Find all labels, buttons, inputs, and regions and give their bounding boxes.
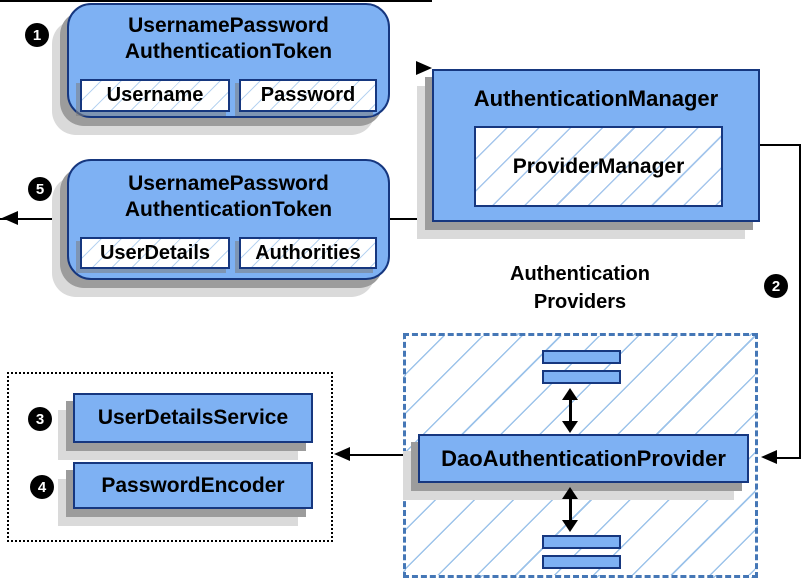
step-4-badge: 4: [30, 475, 54, 499]
password-field-box: Password: [239, 79, 377, 112]
double-arrow-icon: [562, 388, 578, 433]
providers-heading-line2: Providers: [533, 291, 627, 313]
manager-to-provider-line-vertical: [799, 144, 801, 459]
arrowhead-left-icon: [761, 450, 777, 464]
manager-to-provider-line-top: [760, 144, 801, 146]
providers-heading-line1: Authentication: [510, 263, 650, 285]
double-arrow-icon: [562, 487, 578, 532]
provider-slot-bar: [542, 350, 621, 364]
result-token-title: UsernamePassword AuthenticationToken: [69, 161, 388, 223]
username-field-box: Username: [80, 79, 230, 112]
step-1-badge: 1: [25, 23, 49, 47]
password-encoder-box: PasswordEncoder: [73, 462, 313, 509]
step-5-badge: 5: [28, 177, 52, 201]
authentication-manager-title: AuthenticationManager: [473, 86, 719, 111]
arrowhead-right-icon: [416, 61, 432, 75]
arrowhead-up-icon: [562, 487, 578, 499]
step-2-badge: 2: [764, 274, 788, 298]
arrowhead-up-icon: [562, 388, 578, 400]
arrowhead-left-icon: [2, 211, 18, 225]
dao-authentication-provider-box: DaoAuthenticationProvider: [418, 434, 749, 483]
request-token-title-line1: UsernamePassword: [128, 14, 329, 37]
request-token-title-line2: AuthenticationToken: [124, 40, 333, 63]
step-3-badge: 3: [28, 407, 52, 431]
request-token-box: UsernamePassword AuthenticationToken Use…: [67, 3, 390, 118]
provider-slot-bar: [542, 370, 621, 384]
manager-to-provider-line-bottom: [777, 457, 801, 459]
dao-to-services-line: [340, 454, 418, 456]
provider-slot-bar: [542, 555, 621, 569]
providers-heading: Authentication Providers: [430, 260, 730, 316]
arrowhead-left-icon: [334, 447, 350, 461]
arrowhead-down-icon: [562, 520, 578, 532]
result-token-title-line2: AuthenticationToken: [124, 198, 333, 221]
authorities-field-box: Authorities: [239, 237, 377, 269]
arrowhead-down-icon: [562, 421, 578, 433]
result-token-title-line1: UsernamePassword: [128, 172, 329, 195]
user-details-service-box: UserDetailsService: [73, 393, 313, 443]
userdetails-field-box: UserDetails: [80, 237, 230, 269]
provider-manager-box: ProviderManager: [474, 126, 723, 207]
result-token-box: UsernamePassword AuthenticationToken Use…: [67, 159, 390, 280]
request-flow-line: [0, 0, 432, 2]
authentication-manager-box: AuthenticationManager ProviderManager: [432, 69, 760, 222]
provider-slot-bar: [542, 535, 621, 549]
request-token-title: UsernamePassword AuthenticationToken: [69, 5, 388, 65]
services-dotted-region: [7, 372, 333, 542]
